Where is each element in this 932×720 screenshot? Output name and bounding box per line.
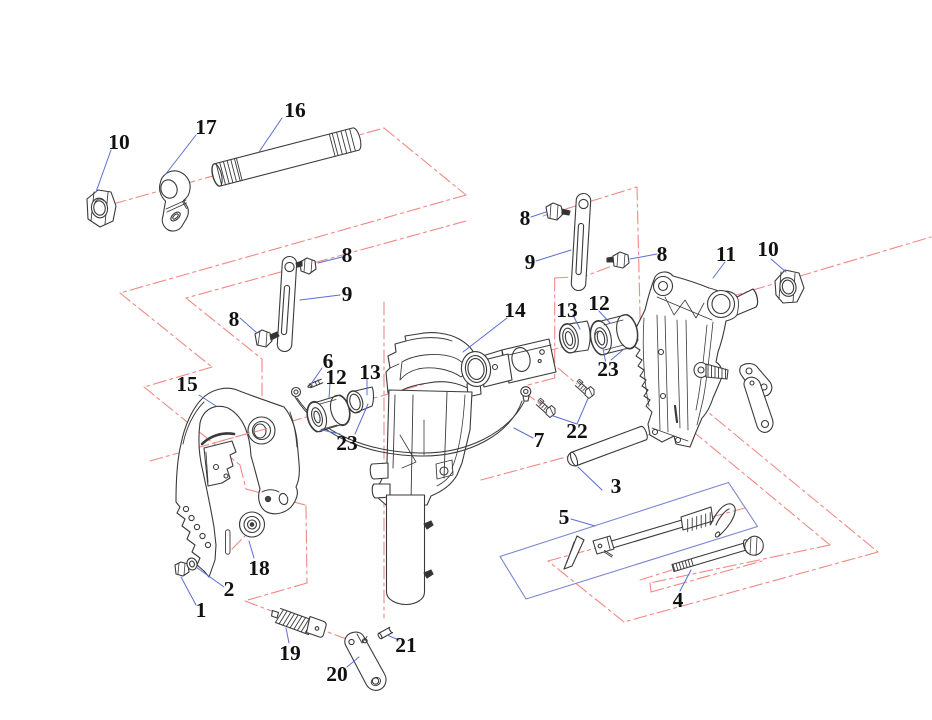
svg-text:9: 9 (342, 282, 353, 306)
svg-text:21: 21 (395, 633, 417, 657)
svg-text:17: 17 (195, 115, 217, 139)
svg-text:22: 22 (566, 419, 588, 443)
svg-text:8: 8 (229, 307, 240, 331)
svg-text:15: 15 (176, 372, 198, 396)
svg-text:20: 20 (326, 662, 348, 686)
svg-text:12: 12 (588, 291, 610, 315)
svg-text:23: 23 (597, 357, 619, 381)
svg-text:13: 13 (556, 298, 578, 322)
svg-text:8: 8 (520, 206, 531, 230)
svg-text:7: 7 (534, 428, 545, 452)
svg-text:9: 9 (525, 250, 536, 274)
svg-text:18: 18 (248, 556, 270, 580)
svg-text:8: 8 (657, 242, 668, 266)
svg-text:3: 3 (611, 474, 622, 498)
svg-text:10: 10 (108, 130, 130, 154)
svg-text:13: 13 (359, 360, 381, 384)
svg-text:19: 19 (279, 641, 301, 665)
svg-text:6: 6 (323, 349, 334, 373)
svg-text:4: 4 (673, 588, 684, 612)
svg-text:10: 10 (757, 237, 779, 261)
svg-text:23: 23 (336, 431, 358, 455)
svg-text:12: 12 (325, 365, 347, 389)
svg-text:1: 1 (196, 598, 207, 622)
svg-text:5: 5 (559, 505, 570, 529)
svg-text:16: 16 (284, 98, 306, 122)
svg-text:2: 2 (224, 577, 235, 601)
svg-text:14: 14 (504, 298, 526, 322)
svg-text:11: 11 (716, 242, 736, 266)
svg-text:8: 8 (342, 243, 353, 267)
